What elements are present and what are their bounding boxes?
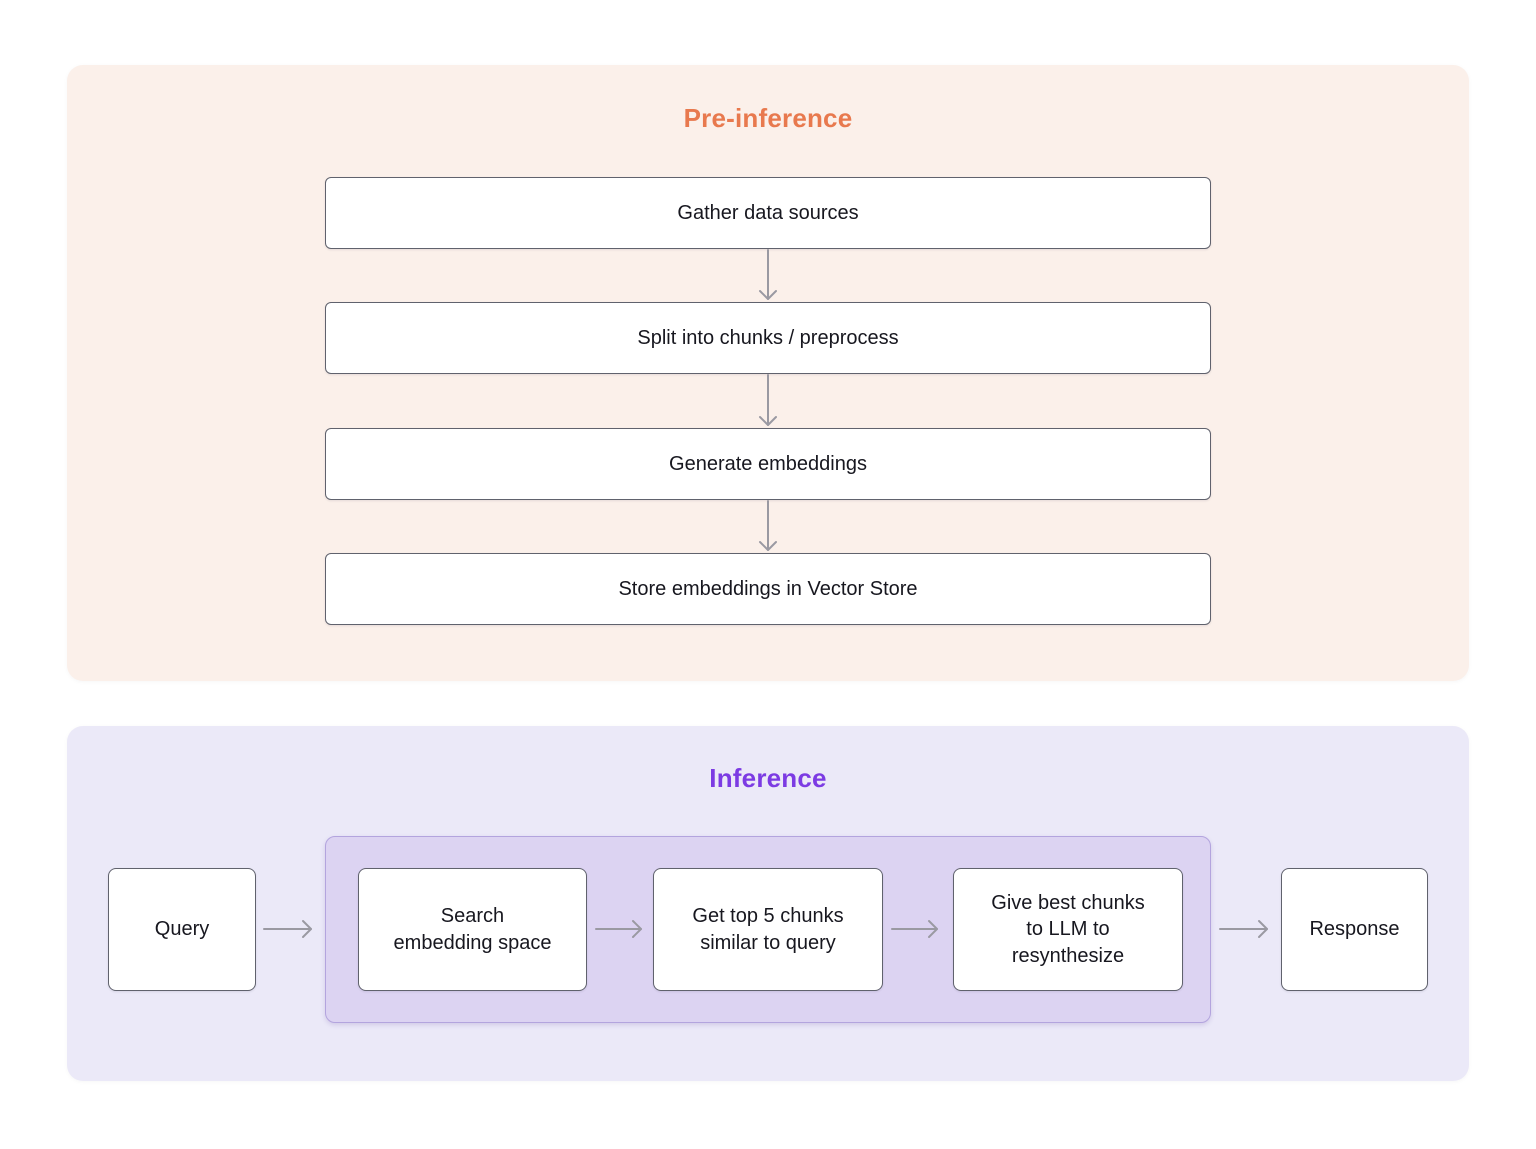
arrow-right-icon [263,917,315,941]
arrow-right-icon [891,917,941,941]
node-split-into-chunks: Split into chunks / preprocess [325,302,1211,374]
node-label-line: resynthesize [1011,944,1125,967]
node-get-top-chunks: Get top 5 chunks similar to query [653,868,883,991]
node-generate-embeddings: Generate embeddings [325,428,1211,500]
arrow-right-icon [595,917,645,941]
node-label-line: embedding space [393,931,552,954]
node-give-chunks-to-llm: Give best chunks to LLM to resynthesize [953,868,1183,991]
arrow-down-icon [756,500,780,553]
node-label-line: Get top 5 chunks [692,905,844,928]
node-label: Generate embeddings [669,452,867,475]
arrow-down-icon [756,249,780,302]
node-label-line: Search [440,905,505,928]
node-label: Response [1309,918,1400,941]
node-label: Split into chunks / preprocess [637,326,899,349]
inference-title: Inference [709,763,827,793]
node-label: Gather data sources [677,201,859,224]
node-response: Response [1281,868,1428,991]
node-search-embedding-space: Search embedding space [358,868,587,991]
node-label-line: Give best chunks [991,891,1145,914]
node-label-line: similar to query [700,931,836,954]
node-label: Store embeddings in Vector Store [618,577,918,600]
node-store-embeddings-vector-store: Store embeddings in Vector Store [325,553,1211,625]
node-query: Query [108,868,256,991]
arrow-right-icon [1219,917,1271,941]
node-gather-data-sources: Gather data sources [325,177,1211,249]
node-label-line: to LLM to [1026,918,1110,941]
arrow-down-icon [756,374,780,428]
node-label: Query [154,918,210,941]
pre-inference-title: Pre-inference [683,103,853,133]
